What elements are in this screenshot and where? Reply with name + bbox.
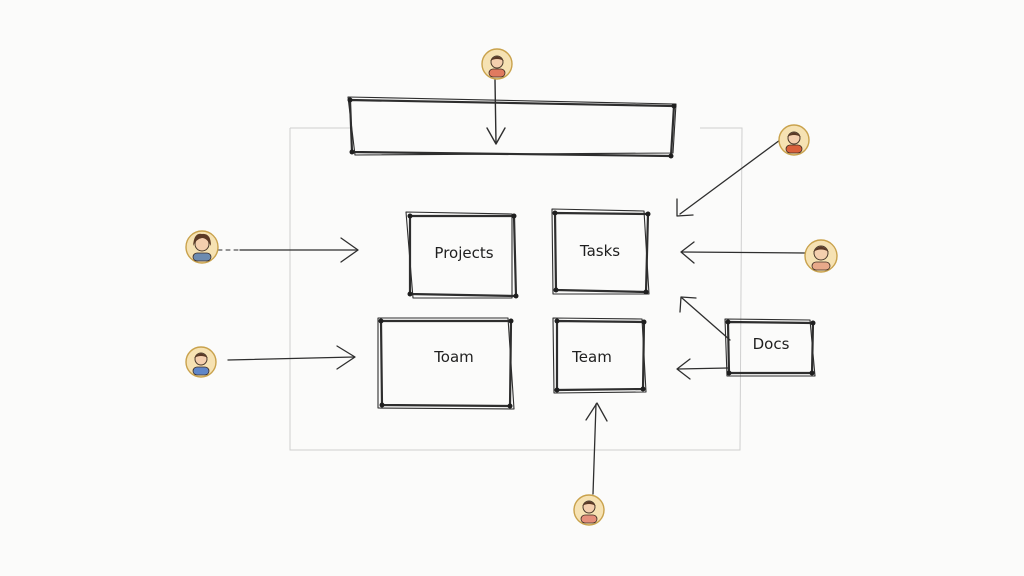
avatar-left-upper[interactable] bbox=[185, 230, 219, 264]
avatar-left-lower-shirt bbox=[192, 366, 210, 376]
arrow-docs-to-tasks bbox=[679, 296, 731, 341]
arrow-left-lower-to-team bbox=[227, 345, 356, 370]
arrow-right-to-tasks bbox=[680, 241, 806, 264]
avatar-top[interactable] bbox=[481, 48, 513, 80]
arrow-left-upper-to-projects bbox=[217, 237, 359, 263]
background-frame bbox=[289, 127, 743, 451]
docs-label: Docs bbox=[753, 335, 790, 353]
projects-label: Projects bbox=[434, 244, 493, 262]
docs-box[interactable]: Docs bbox=[724, 318, 816, 377]
header-bar[interactable] bbox=[347, 96, 677, 159]
team-left-box[interactable]: Toam bbox=[377, 317, 515, 410]
tasks-label: Tasks bbox=[579, 242, 620, 260]
arrow-topright-to-tasks bbox=[676, 139, 781, 217]
avatar-top-shirt bbox=[488, 68, 506, 78]
arrow-docs-to-team bbox=[676, 358, 729, 380]
avatar-bottom-shirt bbox=[580, 514, 598, 524]
avatar-left-upper-shirt bbox=[192, 252, 212, 262]
tasks-box[interactable]: Tasks bbox=[551, 208, 651, 295]
projects-box[interactable]: Projects bbox=[405, 211, 519, 299]
team-right-box[interactable]: Team bbox=[552, 317, 647, 394]
arrow-top-to-header bbox=[486, 79, 506, 145]
team-right-label: Team bbox=[571, 348, 612, 366]
avatar-right-shirt bbox=[811, 261, 831, 271]
avatar-left-lower[interactable] bbox=[185, 346, 217, 378]
avatar-top-right[interactable] bbox=[778, 124, 810, 156]
avatar-right[interactable] bbox=[804, 239, 838, 273]
avatar-top-right-shirt bbox=[785, 144, 803, 154]
arrow-bottom-to-team bbox=[585, 402, 608, 495]
team-left-label: Toam bbox=[433, 348, 474, 366]
avatar-bottom[interactable] bbox=[573, 494, 605, 526]
